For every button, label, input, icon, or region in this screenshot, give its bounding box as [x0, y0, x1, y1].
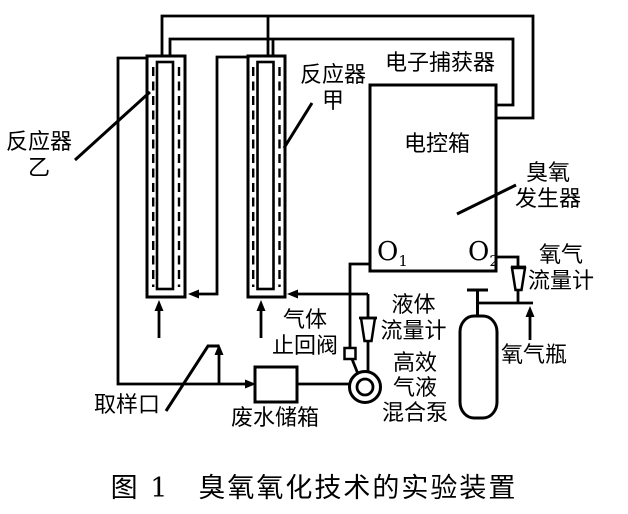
ecd-inner-loop-pipe	[168, 37, 515, 107]
pump-inner-circle	[355, 377, 375, 397]
reactor-a-pointer-line	[282, 102, 314, 149]
port-o2-label: O2	[468, 237, 499, 270]
oxygen-cylinder-body	[458, 314, 499, 420]
sampling-port-label: 取样口	[94, 393, 161, 418]
ozone-generator-pointer-line	[456, 183, 517, 216]
ozone-generator-box	[368, 83, 498, 273]
reactor-b-label: 反应器 乙	[5, 130, 72, 181]
pump-outer-circle	[348, 370, 382, 404]
arrow-into-tank	[245, 379, 256, 389]
sampling-port-arrowhead	[214, 344, 224, 355]
o2-oxygen-pipe	[496, 255, 520, 267]
reactor-a-to-b-pipe	[199, 55, 248, 296]
liquid-flowmeter-body	[359, 316, 377, 343]
liquid-flowmeter-label: 液体 流量计	[380, 293, 447, 344]
reactor-b-pointer-line	[73, 90, 152, 162]
oxygen-cylinder-label: 氧气瓶	[501, 343, 568, 368]
oxygen-flow-arrowhead	[525, 306, 535, 317]
ecd-outer-loop-pipe	[160, 14, 535, 120]
o1-ozone-pipe	[348, 262, 372, 348]
wastewater-tank-box	[253, 365, 299, 404]
check-valve-to-pump-pipe	[350, 358, 360, 375]
wastewater-tank-label: 废水储箱	[231, 406, 320, 431]
oxygen-flowmeter-label: 氧气 流量计	[527, 243, 594, 294]
sampling-port-pointer-line	[164, 344, 219, 412]
reactor-a-up-arrowhead	[256, 300, 266, 311]
ozone-generator-label: 臭氧 发生器	[514, 161, 581, 212]
gas-check-valve-symbol	[343, 346, 357, 361]
arrow-into-reactor-b	[188, 289, 199, 299]
arrow-into-reactor-a	[287, 289, 298, 299]
gas-check-valve-label: 气体 止回阀	[271, 308, 338, 359]
reactor-b-up-arrowhead	[154, 300, 164, 311]
figure-caption: 图 1 臭氧氧化技术的实验装置	[110, 473, 518, 504]
reactor-a-outer-shell	[246, 54, 287, 299]
reactor-a-label: 反应器 甲	[299, 63, 366, 114]
mixing-pump-label: 高效 气液 混合泵	[381, 351, 448, 426]
port-o1-label: O1	[377, 237, 408, 270]
reactor-b-inner-tube	[155, 60, 175, 291]
control-box-label: 电控箱	[403, 132, 470, 157]
electron-capture-detector-label: 电子捕获器	[384, 51, 495, 76]
reactor-b-to-tank-pipe	[116, 56, 245, 386]
reactor-a-inner-tube	[256, 60, 275, 291]
reactor-b-outer-shell	[145, 54, 187, 299]
oxygen-flowmeter-body	[510, 266, 527, 292]
